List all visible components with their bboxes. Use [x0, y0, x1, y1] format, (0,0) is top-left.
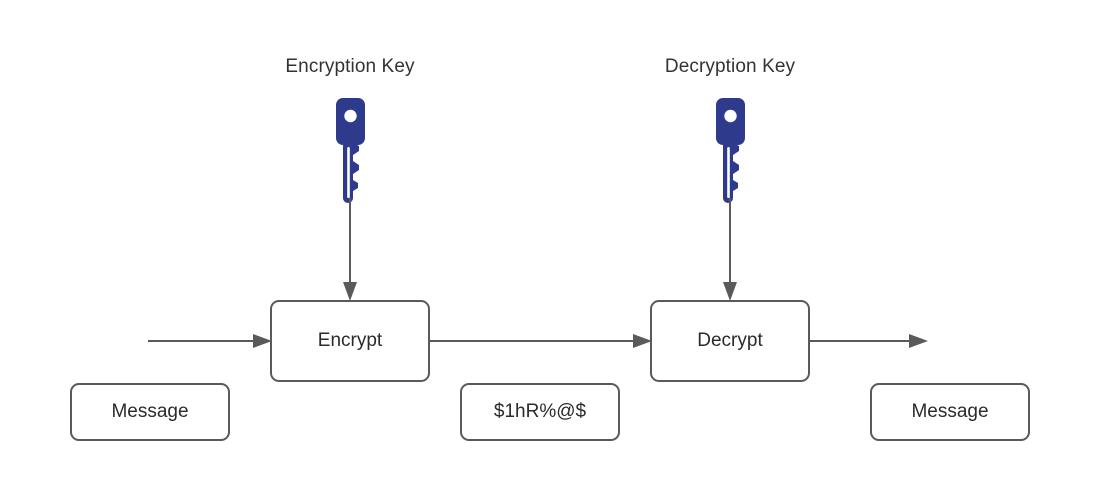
decryption-key-icon	[716, 98, 745, 203]
arrow-message-in-to-encrypt	[148, 334, 272, 348]
decrypt-box[interactable]: Decrypt	[650, 300, 810, 382]
decrypt-box-label: Decrypt	[697, 330, 763, 351]
decryption-key-label: Decryption Key	[664, 56, 796, 77]
encryption-key-label: Encryption Key	[285, 56, 415, 77]
ciphertext-box[interactable]: $1hR%@$	[460, 383, 620, 441]
arrow-decryption-key-to-decrypt	[723, 198, 737, 301]
message-input-box[interactable]: Message	[70, 383, 230, 441]
arrow-decrypt-to-message-out	[810, 334, 928, 348]
message-output-label: Message	[911, 401, 989, 422]
encryption-key-icon	[336, 98, 365, 203]
encrypt-box[interactable]: Encrypt	[270, 300, 430, 382]
message-input-label: Message	[111, 401, 189, 422]
message-output-box[interactable]: Message	[870, 383, 1030, 441]
arrow-encryption-key-to-encrypt	[343, 198, 357, 301]
arrow-encrypt-to-decrypt	[430, 334, 652, 348]
ciphertext-label: $1hR%@$	[493, 401, 587, 422]
encrypt-box-label: Encrypt	[317, 330, 383, 351]
